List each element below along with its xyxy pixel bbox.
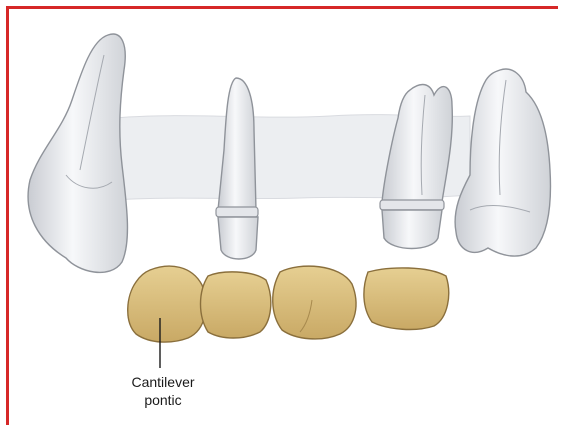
prepared-premolar-icon <box>216 78 258 259</box>
cantilever-pontic-crown <box>128 266 206 342</box>
canine-tooth-icon <box>28 34 127 272</box>
callout-label-line2: pontic <box>108 392 218 409</box>
premolar-retainer-crown <box>201 272 271 338</box>
prepared-molar-icon <box>380 85 452 249</box>
pontic-crown <box>273 266 356 339</box>
molar-retainer-crown <box>364 268 449 330</box>
callout-label-line1: Cantilever <box>108 374 218 391</box>
bridge-crowns-icon <box>128 266 449 342</box>
